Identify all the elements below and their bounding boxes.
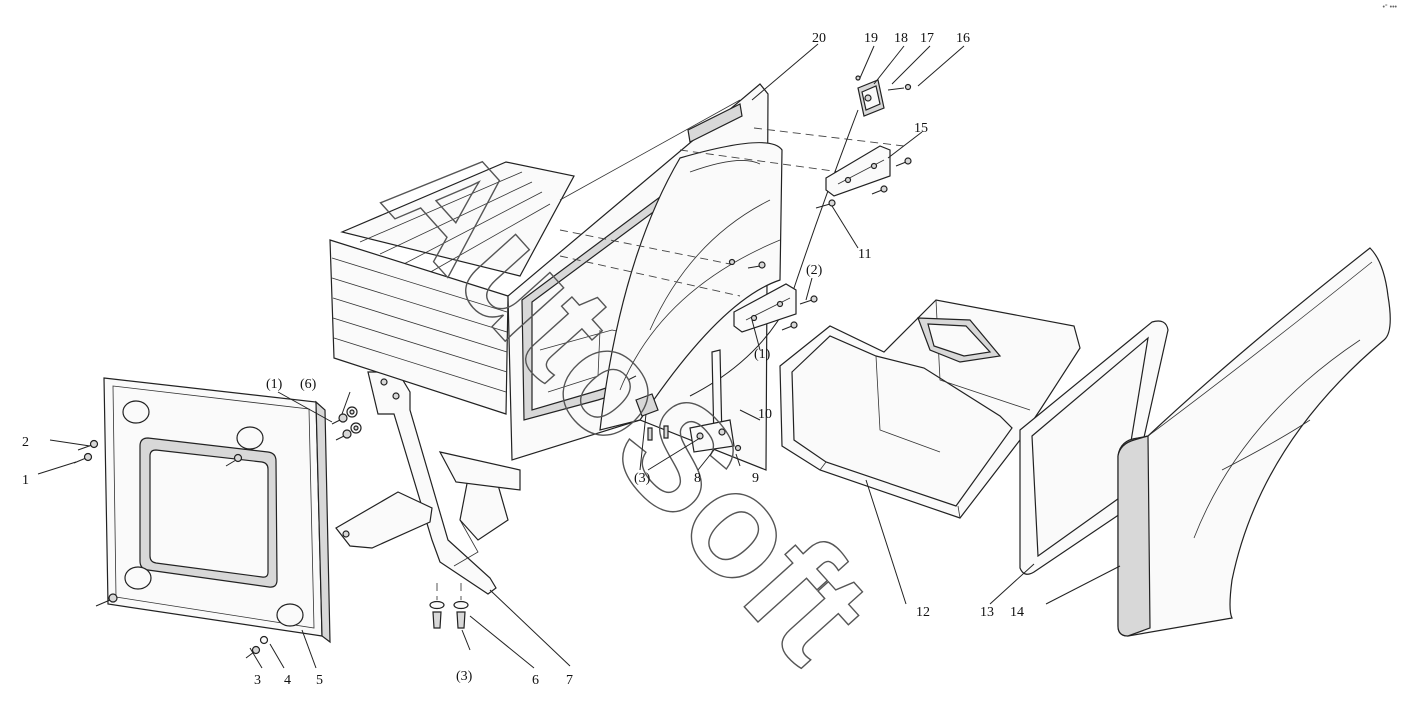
callout-9: 9: [752, 471, 759, 486]
callout-2: 2: [22, 435, 29, 450]
part-12-inner-tray: [779, 299, 1081, 519]
callout-paren-3b: (3): [456, 669, 473, 684]
callout-13: 13: [980, 605, 994, 620]
callout-15: 15: [914, 121, 928, 136]
callout-1: 1: [22, 473, 29, 488]
callout-14: 14: [1010, 605, 1024, 620]
callout-17: 17: [920, 31, 934, 46]
callout-18: 18: [894, 31, 908, 46]
callout-8: 8: [694, 471, 701, 486]
callout-paren-2a: (2): [806, 263, 823, 278]
callout-11: 11: [858, 247, 871, 262]
leader-lines: [37, 43, 1121, 669]
callout-6: 6: [532, 673, 539, 688]
alignment-lines: [559, 127, 905, 297]
bolt-group-lower: [429, 583, 469, 629]
callout-paren-3a: (3): [634, 471, 651, 486]
part-15-hinge: [815, 145, 912, 209]
part-10-latch-rod: [627, 349, 742, 453]
callout-5: 5: [316, 673, 323, 688]
part-20-tool-box: [329, 83, 783, 491]
callout-19: 19: [864, 31, 878, 46]
callout-paren-6a: (6): [300, 377, 317, 392]
part-5-cover-plate: [103, 377, 331, 644]
callout-16: 16: [956, 31, 970, 46]
callout-labels: 1 2 3 4 5 6 7 8 9 10 11 12 13 14 15 16 1…: [22, 31, 1024, 688]
callout-20: 20: [812, 31, 826, 46]
callout-10: 10: [758, 407, 772, 422]
washer-group-upper: [331, 406, 362, 441]
callout-3: 3: [254, 673, 261, 688]
cover-plate-fasteners: [73, 439, 269, 659]
hinge-lower: [728, 258, 818, 333]
part-14-fairing: [1117, 247, 1391, 637]
callout-12: 12: [916, 605, 930, 620]
callout-7: 7: [566, 673, 573, 688]
callout-paren-1a: (1): [266, 377, 283, 392]
corner-mark: •° •••: [1382, 4, 1397, 11]
callout-4: 4: [284, 673, 291, 688]
callout-paren-1b: (1): [754, 347, 771, 362]
